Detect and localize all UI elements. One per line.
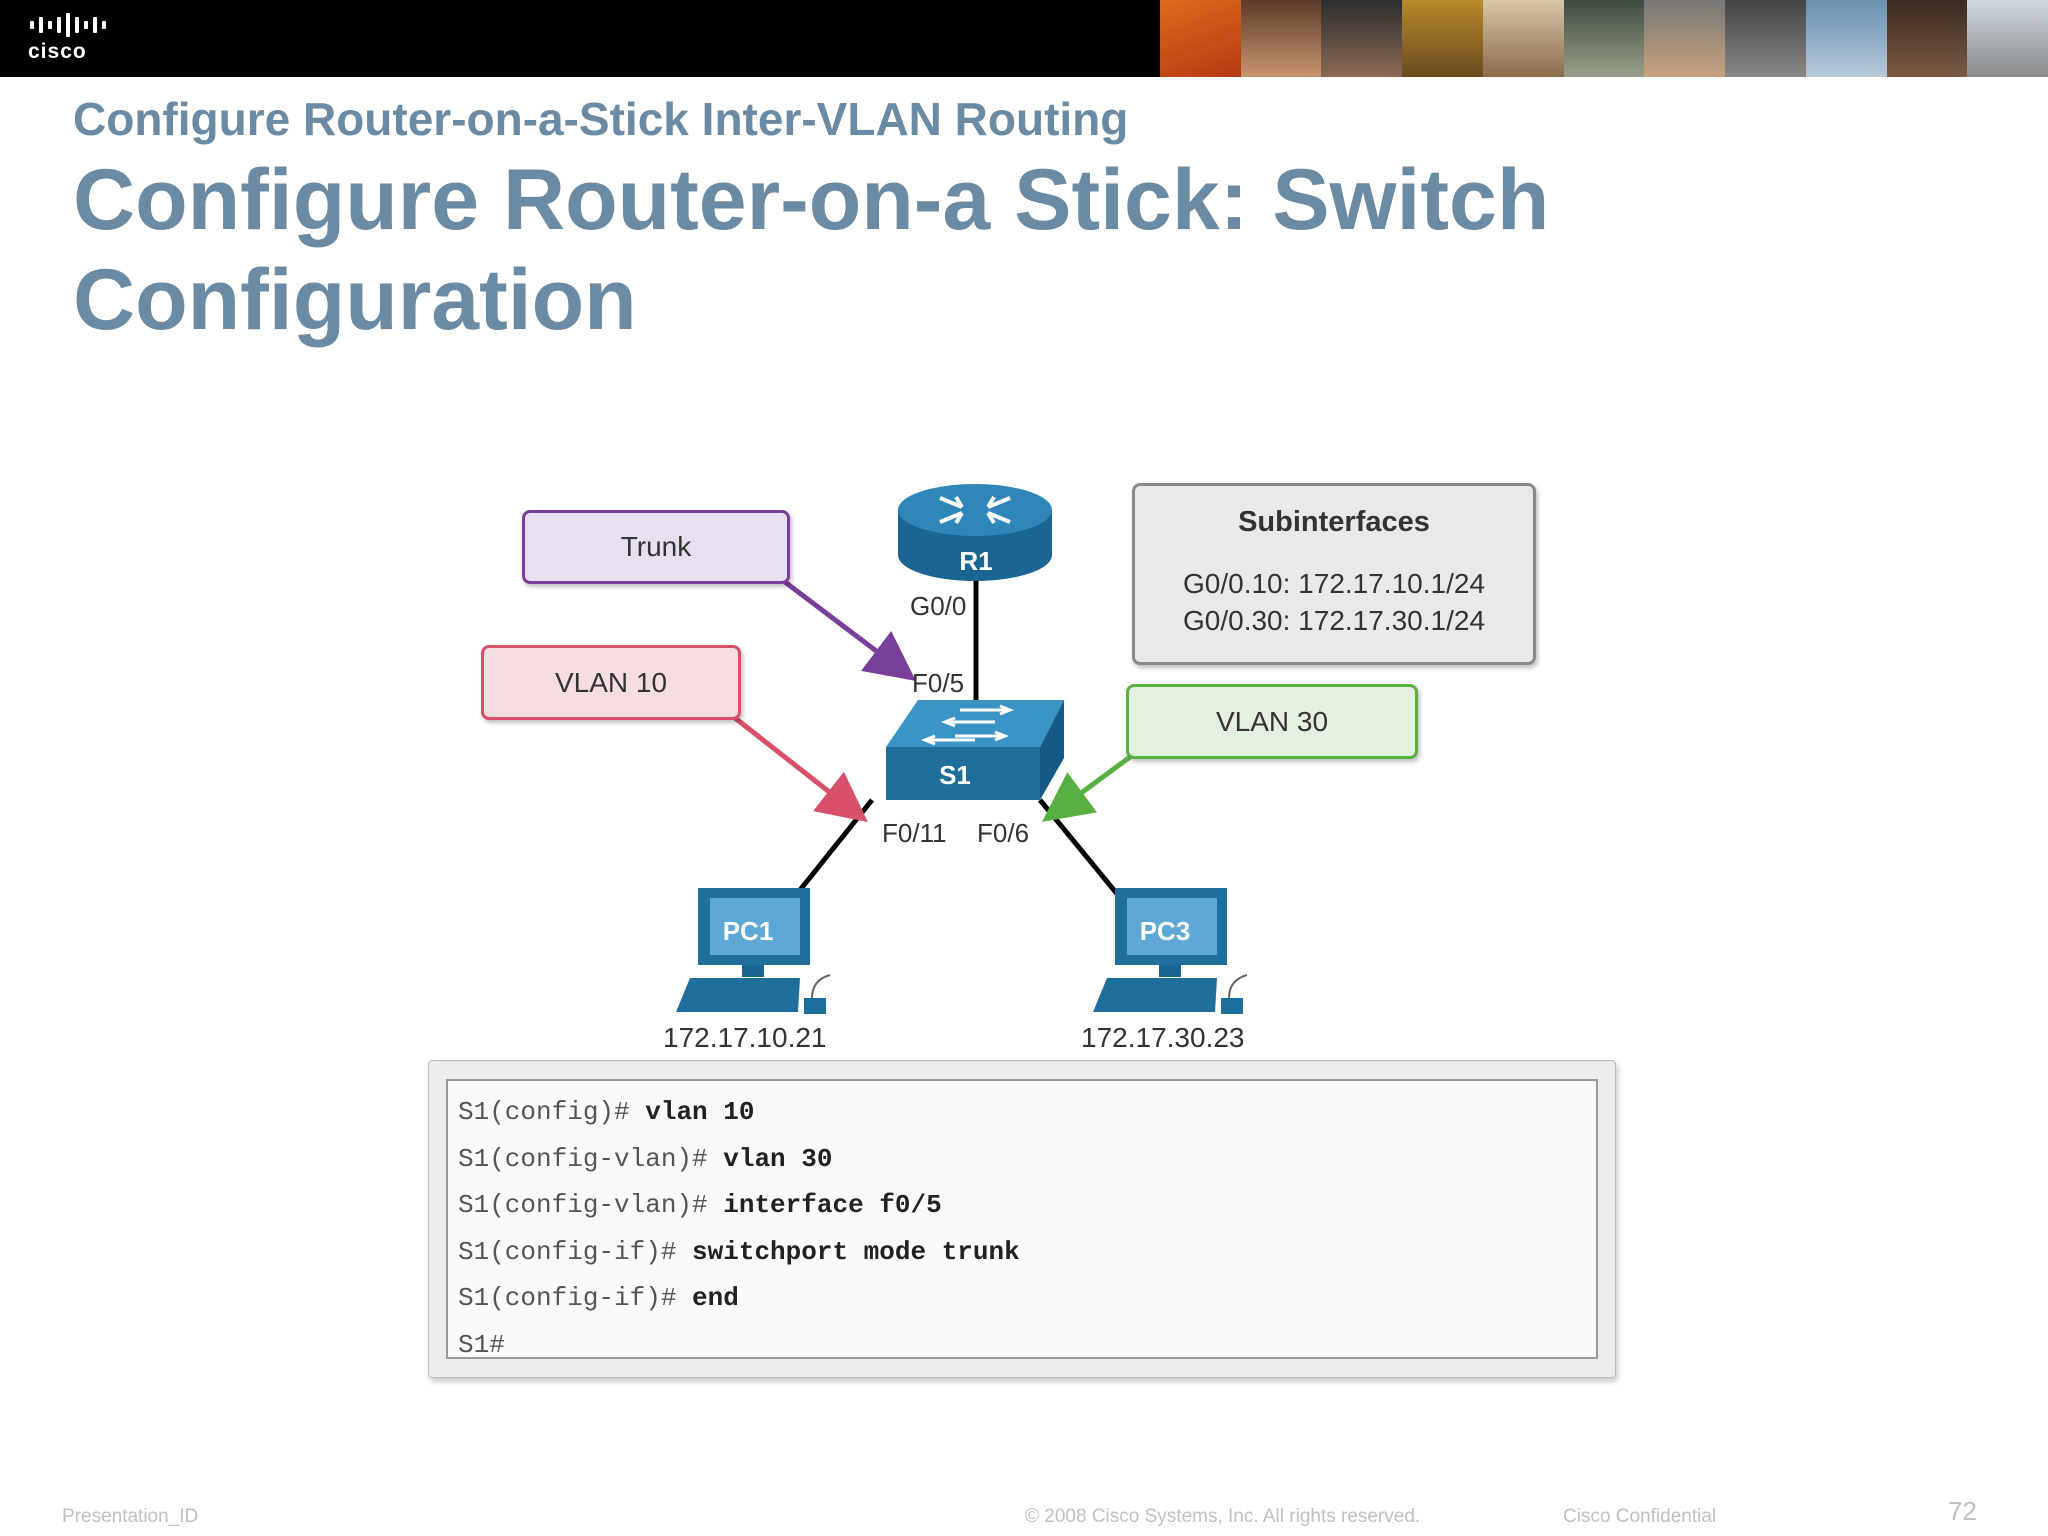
cli-command: vlan 30 (723, 1143, 833, 1174)
cli-command: vlan 10 (645, 1097, 755, 1127)
pc3-label: PC3 (1140, 916, 1191, 946)
router-r1 (898, 484, 1052, 581)
slide-subtitle: Configure Router-on-a-Stick Inter-VLAN R… (73, 93, 1129, 145)
cisco-logo-text: cisco (28, 40, 87, 63)
cli-prompt: S1(config-if)# (458, 1236, 693, 1267)
vlan30-callout-label: VLAN 30 (1215, 705, 1329, 737)
router-label: R1 (959, 546, 992, 576)
page-number: 72 (1948, 1496, 1977, 1526)
vlan10-arrow (733, 716, 868, 823)
pc1 (676, 888, 831, 1014)
cli-line: S1(config-vlan)# vlan 30 (458, 1136, 1586, 1183)
pc1-ip-label: 172.17.10.21 (663, 1022, 827, 1053)
footer-presentation-id: Presentation_ID (62, 1506, 199, 1527)
router-port-label: G0/0 (910, 591, 967, 621)
trunk-callout: Trunk (522, 510, 790, 584)
cli-line: S1(config-vlan)# interface f0/5 (458, 1182, 1586, 1229)
cli-prompt: S1(config-vlan)# (458, 1143, 724, 1174)
cisco-logo-bars-icon (28, 12, 128, 38)
cli-output-panel: S1(config)# vlan 10 S1(config-vlan)# vla… (446, 1079, 1598, 1360)
header-photo-strip (1160, 0, 2048, 77)
slide-title: Configure Router-on-a Stick: Switch Conf… (73, 152, 1550, 348)
footer-confidential: Cisco Confidential (1563, 1506, 1717, 1527)
cli-command: end (692, 1283, 739, 1313)
header-bar: cisco (0, 0, 2048, 77)
pc3-ip-label: 172.17.30.23 (1081, 1022, 1245, 1053)
pc3 (1093, 888, 1248, 1014)
switch-trunk-port-label: F0/5 (912, 668, 965, 698)
trunk-callout-label: Trunk (620, 531, 692, 562)
cli-output-box: S1(config)# vlan 10 S1(config-vlan)# vla… (428, 1060, 1616, 1378)
cli-prompt: S1# (458, 1329, 505, 1360)
cli-line: S1(config)# vlan 10 (458, 1089, 1586, 1136)
vlan10-callout: VLAN 10 (481, 645, 741, 720)
switch-label: S1 (939, 760, 971, 790)
vlan30-arrow (1041, 754, 1132, 822)
vlan30-callout: VLAN 30 (1126, 684, 1418, 759)
subinterface-line: G0/0.30: 172.17.30.1/24 (1182, 605, 1486, 636)
cli-line: S1(config-if)# end (458, 1275, 1586, 1322)
switch-pc1-port-label: F0/11 (882, 818, 947, 848)
switch-arrows-icon (920, 704, 1015, 746)
footer-copyright: © 2008 Cisco Systems, Inc. All rights re… (1025, 1506, 1421, 1527)
subinterfaces-title: Subinterfaces (1238, 506, 1430, 538)
cli-command: switchport mode trunk (692, 1236, 1020, 1267)
link-switch-pc1 (798, 798, 874, 892)
switch-pc3-port-label: F0/6 (977, 818, 1030, 848)
cli-command: interface f0/5 (723, 1190, 942, 1220)
trunk-arrow (783, 580, 916, 682)
subinterface-line: G0/0.10: 172.17.10.1/24 (1182, 568, 1486, 599)
vlan10-callout-label: VLAN 10 (554, 666, 668, 698)
router-arrows-icon (939, 495, 1011, 525)
pc1-label: PC1 (723, 916, 774, 946)
cli-prompt: S1(config-vlan)# (458, 1190, 724, 1220)
cli-line: S1(config-if)# switchport mode trunk (458, 1229, 1586, 1276)
switch-s1 (886, 700, 1064, 800)
cli-line: S1# (458, 1322, 1586, 1369)
cli-prompt: S1(config)# (458, 1097, 646, 1127)
subinterfaces-box: Subinterfaces G0/0.10: 172.17.10.1/24 G0… (1132, 483, 1536, 665)
cli-prompt: S1(config-if)# (458, 1283, 693, 1313)
cisco-logo: cisco (28, 12, 128, 66)
